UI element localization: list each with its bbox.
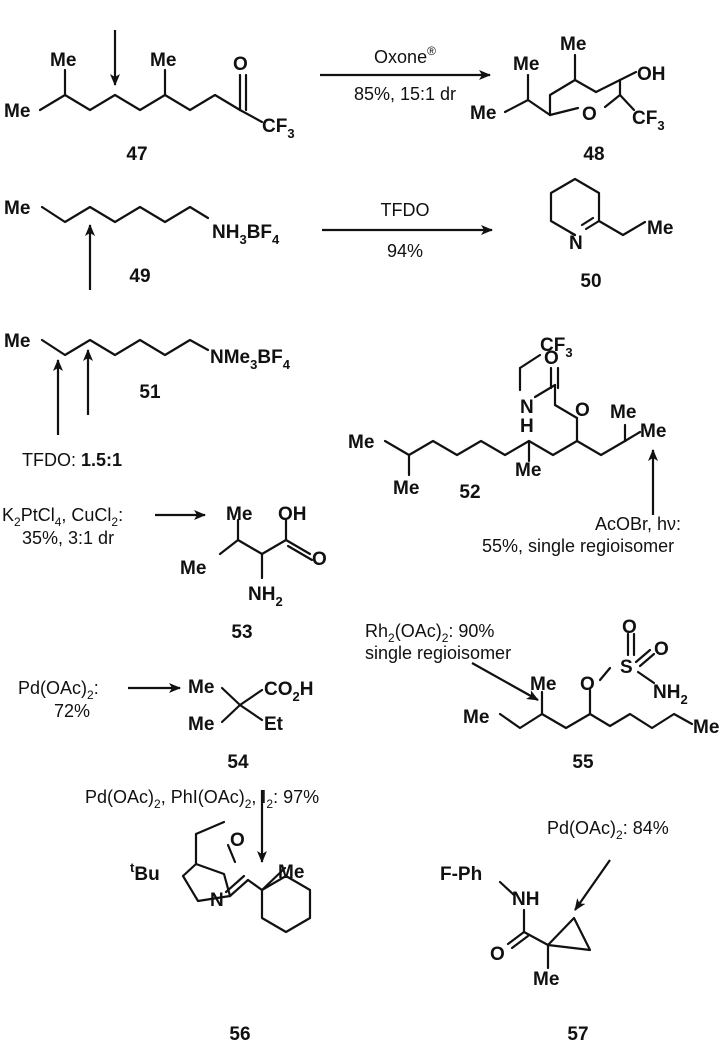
methyl-label: Me [647, 218, 673, 239]
compound-number-48: 48 [583, 144, 604, 165]
methyl-label: Me [4, 198, 30, 219]
compound-number-49: 49 [129, 266, 150, 287]
compound-number-52: 52 [459, 482, 480, 503]
ethyl-label: Et [264, 714, 284, 735]
trifluoromethyl-label: CF3 [632, 108, 665, 133]
nitrogen-label: N [569, 233, 583, 254]
methyl-label: Me [640, 421, 666, 442]
amine-label: NH2 [248, 584, 283, 609]
oxygen-label: O [233, 54, 248, 75]
oxygen-label: O [582, 104, 597, 125]
methyl-label: Me [515, 460, 541, 481]
fluorophenyl-label: F-Ph [440, 864, 482, 885]
oxygen-label: O [544, 348, 559, 369]
yield-label: 55%, single regioisomer [482, 536, 674, 556]
trifluoromethyl-label: CF3 [262, 116, 295, 141]
nitrogen-label: N [520, 397, 534, 418]
compound-48: Me Me Me O OH CF3 48 [470, 34, 666, 165]
methyl-label: Me [513, 54, 539, 75]
methyl-label: Me [470, 103, 496, 124]
nitrogen-label: N [210, 890, 224, 911]
methyl-label: Me [393, 478, 419, 499]
compound-number-53: 53 [231, 622, 252, 643]
reagent-label: Pd(OAc)2, PhI(OAc)2, I2: 97% [85, 787, 319, 811]
methyl-label: Me [278, 862, 304, 883]
carboxyl-label: CO2H [264, 679, 313, 704]
methyl-label: Me [560, 34, 586, 55]
amine-label: NH2 [653, 682, 688, 707]
compound-number-51: 51 [139, 382, 161, 403]
methyl-label: Me [533, 969, 559, 990]
reagent-label: K2PtCl4, CuCl2: [2, 505, 123, 529]
hydroxyl-label: OH [278, 504, 307, 525]
trimethylammonium-label: NMe3BF4 [210, 347, 291, 372]
reagent-label: Rh2(OAc)2: 90% [365, 621, 494, 645]
methyl-label: Me [530, 674, 556, 695]
methyl-label: Me [4, 101, 30, 122]
compound-52: Me Me Me Me Me O O N H CF3 52 AcOBr, hν:… [348, 335, 681, 556]
sulfur-label: S [620, 657, 633, 678]
methyl-label: Me [463, 707, 489, 728]
compound-50: N Me 50 [549, 177, 673, 292]
methyl-label: Me [226, 504, 252, 525]
compound-54: Me Me CO2H Et 54 Pd(OAc)2: 72% [18, 677, 313, 773]
oxygen-label: O [490, 944, 505, 965]
methyl-label: Me [180, 558, 206, 579]
selectivity-label: TFDO: 1.5:1 [22, 450, 122, 470]
amide-nh-label: NH [512, 889, 539, 910]
trifluoromethyl-label: CF3 [540, 335, 573, 360]
compound-number-50: 50 [580, 271, 601, 292]
oxygen-label: O [575, 400, 590, 421]
oxygen-label: O [580, 674, 595, 695]
oxygen-label: O [230, 830, 245, 851]
compound-57: F-Ph NH O Me 57 Pd(OAc)2: 84% [440, 818, 669, 1045]
yield-label: 72% [54, 701, 90, 721]
methyl-label: Me [4, 331, 30, 352]
compound-number-55: 55 [572, 752, 594, 773]
yield-label: 85%, 15:1 dr [354, 84, 456, 104]
hydrogen-label: H [520, 416, 534, 437]
yield-label: 35%, 3:1 dr [22, 528, 114, 548]
site-arrow [574, 859, 611, 911]
reaction-2: TFDO 94% [322, 200, 493, 261]
compound-49: Me NH3BF4 49 [4, 198, 280, 290]
compound-number-56: 56 [229, 1024, 250, 1045]
oxygen-label: O [312, 549, 327, 570]
methyl-label: Me [693, 717, 719, 738]
yield-label: single regioisomer [365, 643, 511, 663]
reagent-label: AcOBr, hν: [595, 514, 681, 534]
compound-number-54: 54 [227, 752, 249, 773]
reaction-1: Oxone® 85%, 15:1 dr [320, 44, 491, 104]
reagent-label: Oxone® [374, 44, 436, 67]
methyl-label: Me [188, 714, 214, 735]
methyl-label: Me [50, 50, 76, 71]
methyl-label: Me [188, 677, 214, 698]
reagent-label: TFDO [381, 200, 430, 220]
methyl-label: Me [150, 50, 176, 71]
compound-47: Me Me Me O CF3 47 [4, 30, 295, 165]
compound-51: Me NMe3BF4 51 TFDO: 1.5:1 [4, 331, 291, 470]
compound-number-47: 47 [126, 144, 147, 165]
site-arrow [471, 662, 539, 701]
methyl-label: Me [610, 402, 636, 423]
compound-55: Me Me Me O S O O NH2 55 Rh2(OAc)2: 90% s… [365, 617, 719, 773]
reagent-label: Pd(OAc)2: 84% [547, 818, 669, 842]
compound-53: Me Me OH O NH2 53 K2PtCl4, CuCl2: 35%, 3… [2, 504, 327, 643]
methyl-label: Me [348, 432, 374, 453]
reagent-label: Pd(OAc)2: [18, 678, 99, 702]
tert-butyl-label: tBu [130, 860, 160, 885]
oxygen-label: O [654, 639, 669, 660]
compound-number-57: 57 [567, 1024, 588, 1045]
hydroxyl-label: OH [637, 64, 666, 85]
ammonium-label: NH3BF4 [212, 222, 280, 247]
oxygen-label: O [622, 617, 637, 638]
compound-56: O N Me tBu 56 Pd(OAc)2, PhI(OAc)2, I2: 9… [85, 787, 319, 1045]
yield-label: 94% [387, 241, 423, 261]
